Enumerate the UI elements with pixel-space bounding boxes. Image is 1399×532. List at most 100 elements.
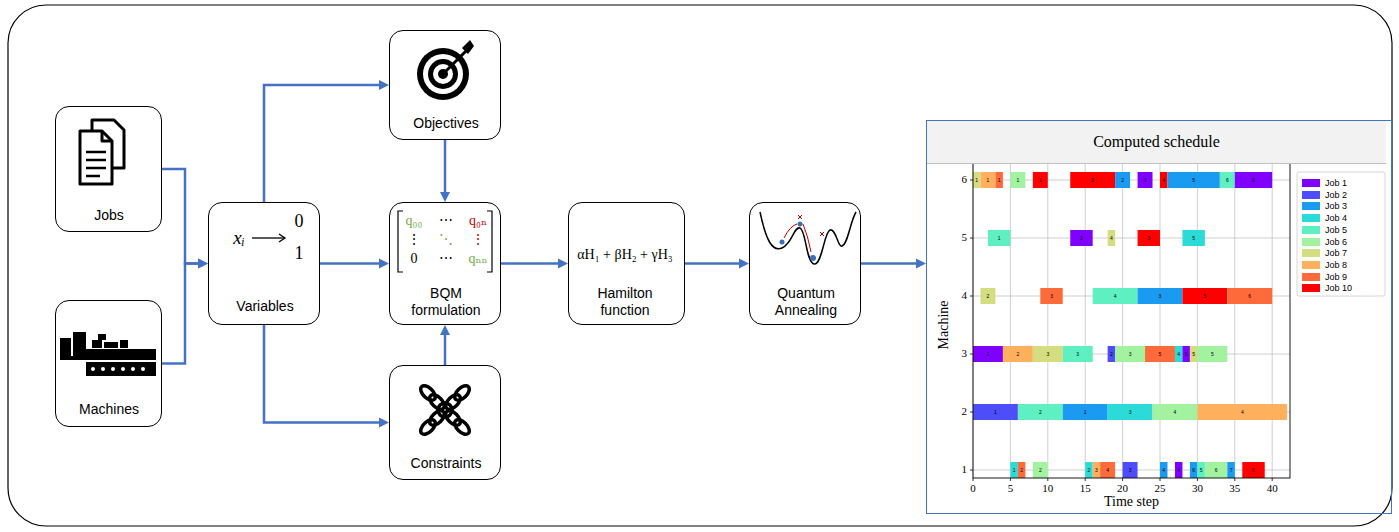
bar-label: 3 — [1144, 178, 1147, 183]
arrow-head — [558, 259, 568, 269]
node-label: q₀ₙ — [461, 213, 495, 230]
legend-label: Job 9 — [1325, 272, 1347, 282]
legend-label: Job 7 — [1325, 248, 1347, 258]
legend-frame — [1297, 172, 1385, 296]
gantt-bar — [1100, 462, 1115, 478]
gantt-bar — [988, 230, 1010, 246]
mapping-arrow — [279, 234, 285, 242]
node-label: 0 — [289, 211, 309, 233]
grid-line — [1234, 158, 1235, 478]
landscape-icon — [760, 212, 856, 264]
gantt-bar — [1205, 462, 1227, 478]
bar-label: 3 — [1129, 410, 1132, 415]
node-label: 1 — [289, 243, 309, 265]
process-box: Objectives — [389, 30, 501, 140]
gantt-bar — [1190, 346, 1197, 362]
arrow-head — [440, 325, 450, 335]
gantt-bars — [973, 172, 1287, 478]
legend-swatch — [1302, 179, 1320, 187]
bar-label: 3 — [1050, 294, 1053, 299]
connector-line — [264, 85, 381, 202]
tick-label: 4 — [962, 290, 968, 301]
connector-line — [501, 262, 560, 265]
machine-icon — [91, 367, 145, 371]
machine-icon — [98, 334, 106, 340]
gantt-bar — [973, 172, 980, 188]
legend-label: Job 6 — [1325, 237, 1347, 247]
grid-line — [1272, 158, 1273, 478]
tick-mark — [970, 470, 973, 471]
bar-label: 6 — [1192, 468, 1195, 473]
tick-label: 2 — [962, 406, 968, 417]
bar-label: 6 — [1226, 178, 1229, 183]
bar-label: 4 — [1106, 468, 1109, 473]
documents-icon — [80, 131, 112, 184]
connector — [440, 325, 450, 365]
grid-line — [1122, 158, 1123, 478]
gantt-bar — [1227, 462, 1234, 478]
bar-label: 6 — [1252, 468, 1255, 473]
node-label: ⋯ — [434, 213, 458, 230]
legend-label: Job 8 — [1325, 260, 1347, 270]
tick-label: 3 — [962, 348, 968, 359]
tick-mark — [1234, 478, 1235, 481]
process-box: Constraints — [389, 365, 501, 480]
grid-line — [1047, 158, 1048, 478]
chain-icon — [452, 383, 472, 403]
tick-mark — [1085, 478, 1086, 481]
landscape-icon — [780, 240, 785, 245]
tick-mark — [970, 354, 973, 355]
legend-swatch — [1302, 191, 1320, 199]
process-box: Jobs — [55, 106, 162, 232]
panel-heading: Computed schedule — [927, 121, 1386, 164]
bar-label: 3 — [1129, 468, 1132, 473]
landscape-icon — [798, 222, 803, 227]
arrow-head — [198, 259, 208, 269]
legend-swatch — [1302, 214, 1320, 222]
chain-icon — [438, 403, 452, 417]
bar-label: 1 — [1013, 468, 1016, 473]
bar-label: 2 — [1091, 178, 1094, 183]
gantt-bar — [1175, 462, 1182, 478]
gantt-bar — [1093, 288, 1138, 304]
gantt-bar — [1197, 404, 1287, 420]
matrix-brackets — [398, 211, 403, 272]
legend-label: Job 1 — [1325, 178, 1347, 188]
bar-label: 4 — [1162, 178, 1165, 183]
legend-label: Job 10 — [1325, 283, 1352, 293]
gantt-bar — [1182, 288, 1227, 304]
outer-frame — [8, 5, 1392, 526]
bar-label: 5 — [1192, 352, 1195, 357]
node-label: ⋮ — [466, 232, 490, 249]
bar-label: 4 — [1110, 236, 1113, 241]
connector — [685, 259, 749, 269]
tick-label: 20 — [1117, 483, 1128, 494]
arrow-head — [379, 259, 389, 269]
landscape-icon — [820, 232, 824, 236]
mapping-arrow — [252, 237, 284, 238]
connector — [440, 140, 450, 202]
bar-label: 4 — [1241, 410, 1244, 415]
bar-label: 5 — [1159, 352, 1162, 357]
target-icon — [417, 48, 469, 100]
documents-icon — [80, 120, 124, 184]
process-box: xᵢ01Variables — [208, 202, 320, 325]
gantt-bar — [1070, 230, 1092, 246]
machine-icon — [111, 367, 115, 371]
tick-label: 40 — [1267, 483, 1278, 494]
node-label: αH₁ + βH₂ + γH₃ — [571, 247, 679, 264]
gantt-bar — [1160, 462, 1167, 478]
gantt-bar — [1115, 346, 1145, 362]
bar-label: 6 — [1215, 468, 1218, 473]
landscape-icon — [798, 215, 802, 219]
gantt-bar — [1138, 288, 1183, 304]
tick-mark — [973, 478, 974, 481]
connector — [861, 259, 926, 269]
landscape-icon — [760, 212, 856, 264]
bar-label: 2 — [1088, 468, 1091, 473]
bar-label: 1 — [1084, 410, 1087, 415]
connector-line — [320, 262, 381, 265]
node-label: xᵢ — [221, 227, 257, 250]
